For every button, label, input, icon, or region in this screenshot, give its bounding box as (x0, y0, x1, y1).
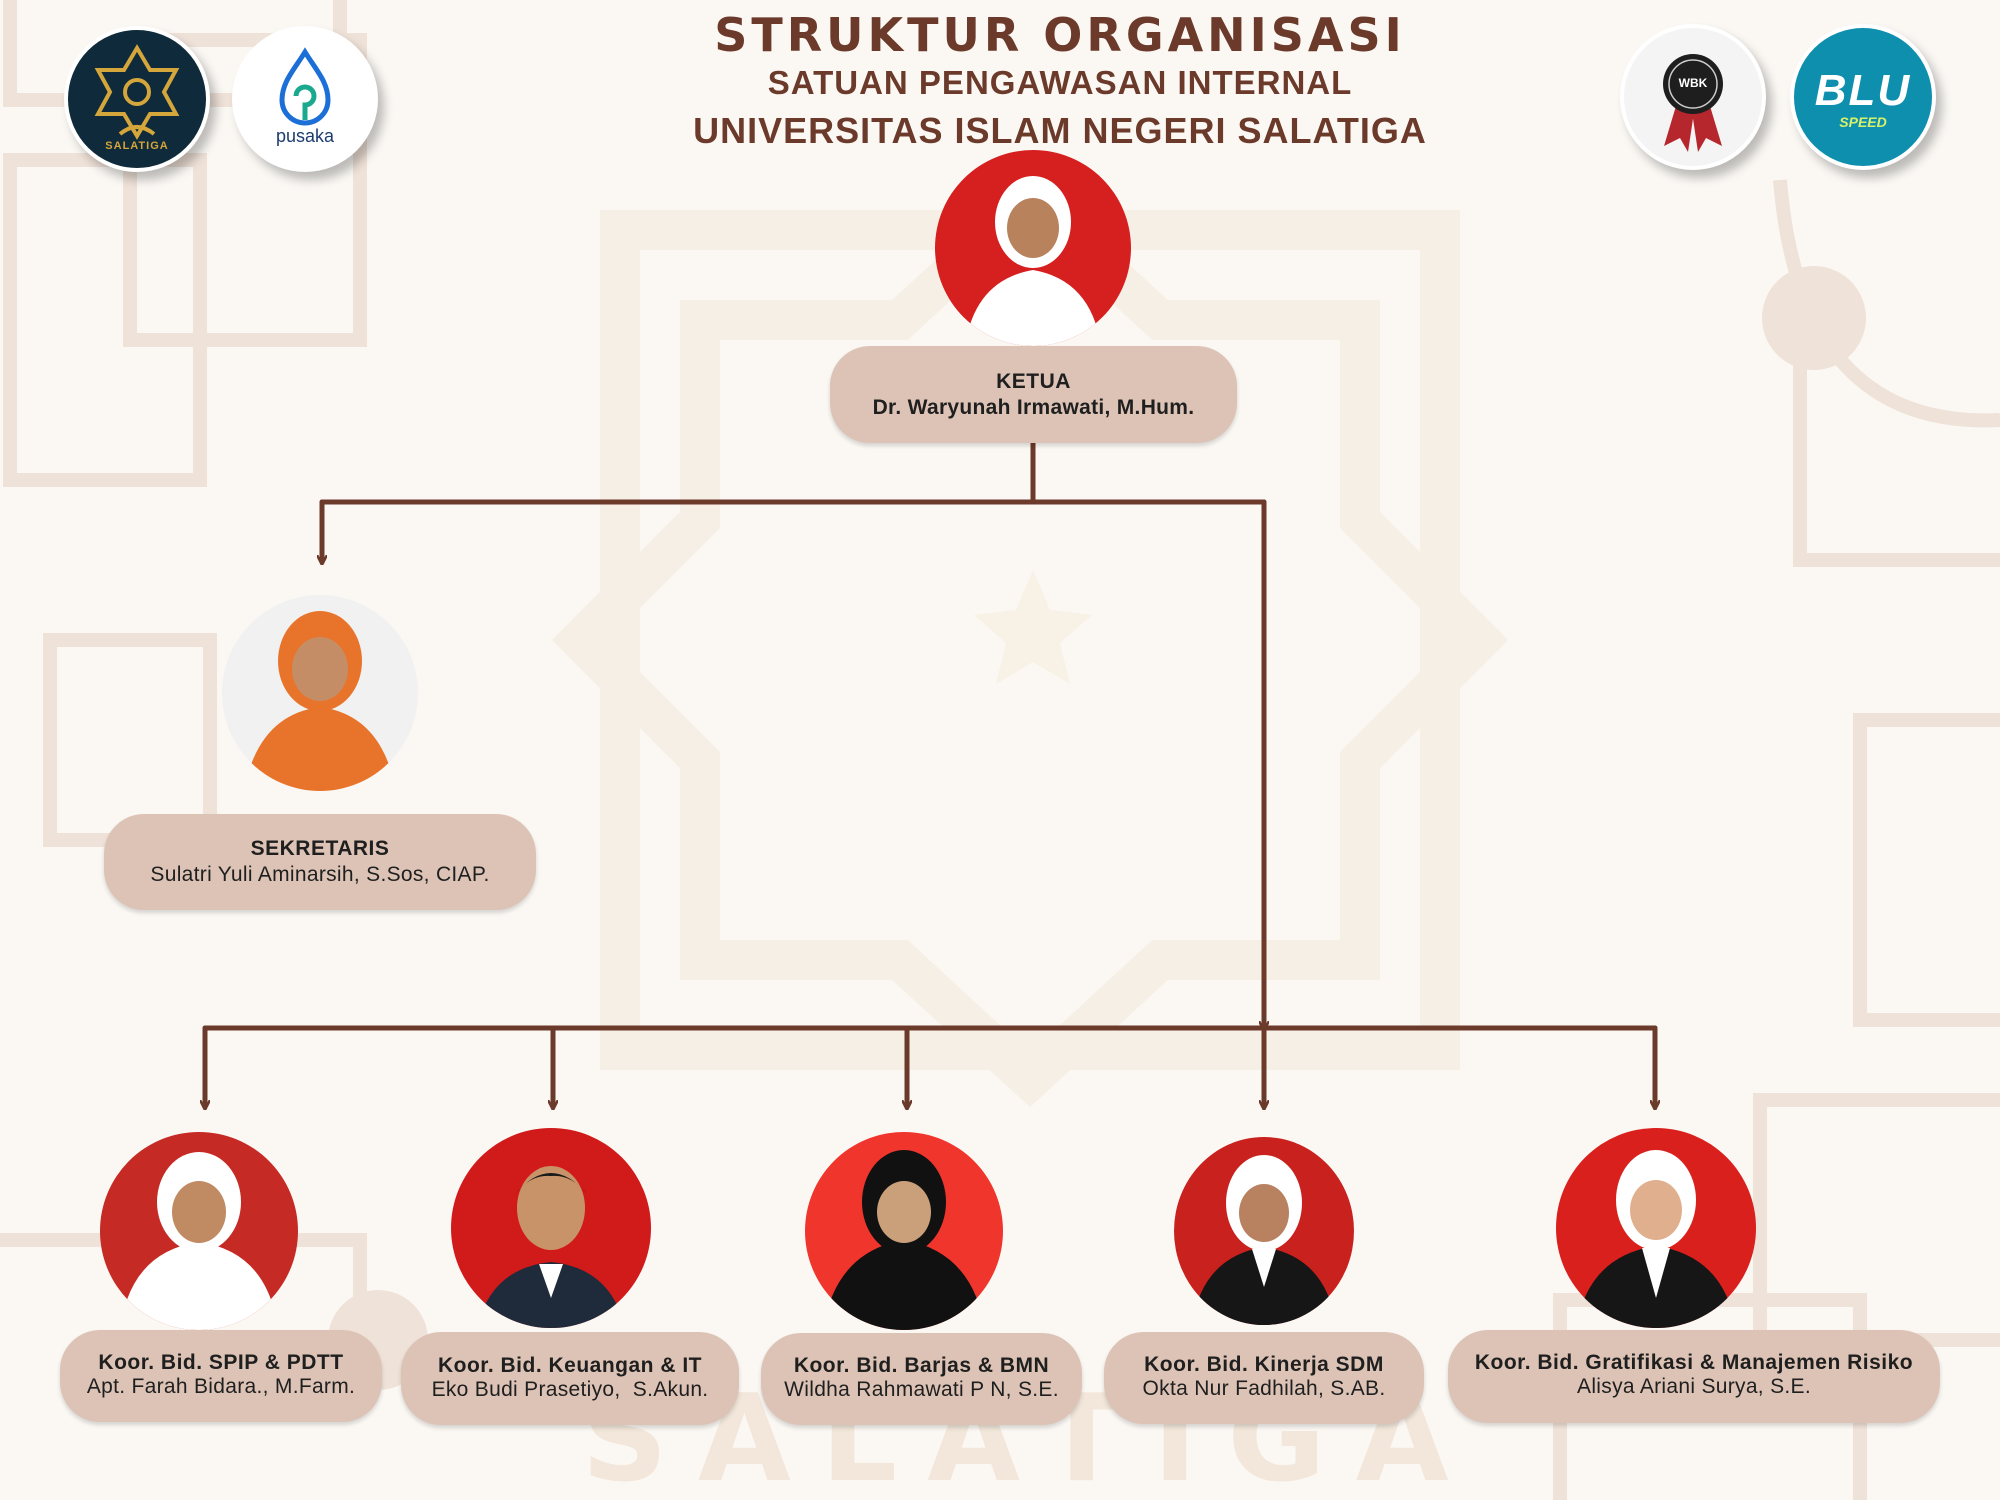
coordinator-photo (1174, 1137, 1354, 1325)
drop-icon (279, 47, 331, 126)
uin-logo-text: SALATIGA (105, 140, 169, 152)
coordinator-role: Koor. Bid. Gratifikasi & Manajemen Risik… (1474, 1351, 1914, 1374)
wbk-logo: WBK (1620, 24, 1766, 170)
coordinator-photo (805, 1132, 1003, 1330)
person-silhouette-icon (1192, 1155, 1336, 1325)
coordinator-role: Koor. Bid. SPIP & PDTT (98, 1351, 344, 1374)
pusaka-logo-text: pusaka (275, 126, 335, 146)
person-silhouette-icon (823, 1150, 985, 1330)
coordinator-photo (1556, 1128, 1756, 1328)
chair-box: KETUA Dr. Waryunah Irmawati, M.Hum. (830, 346, 1237, 443)
coordinator-box-keuangan: Koor. Bid. Keuangan & IT Eko Budi Praset… (401, 1332, 739, 1425)
coordinator-name: Okta Nur Fadhilah, S.AB. (1142, 1377, 1386, 1400)
coordinator-box-kinerja: Koor. Bid. Kinerja SDM Okta Nur Fadhilah… (1104, 1332, 1424, 1424)
person-silhouette-icon (244, 611, 396, 791)
coordinator-name: Wildha Rahmawati P N, S.E. (784, 1378, 1059, 1401)
institution-name: UNIVERSITAS ISLAM NEGERI SALATIGA (693, 110, 1427, 151)
coordinator-box-gratifikasi: Koor. Bid. Gratifikasi & Manajemen Risik… (1448, 1330, 1940, 1423)
coordinator-box-spip: Koor. Bid. SPIP & PDTT Apt. Farah Bidara… (60, 1330, 382, 1422)
person-silhouette-icon (477, 1166, 625, 1328)
secretary-photo (222, 595, 418, 791)
secretary-name: Sulatri Yuli Aminarsih, S.Sos, CIAP. (150, 863, 490, 886)
blu-logo-subtext: SPEED (1839, 114, 1887, 130)
secretary-role: SEKRETARIS (250, 837, 390, 860)
person-silhouette-icon (1576, 1150, 1736, 1328)
wbk-logo-text: WBK (1678, 76, 1708, 90)
coordinator-box-barjas: Koor. Bid. Barjas & BMN Wildha Rahmawati… (761, 1333, 1082, 1425)
coordinator-photo (100, 1132, 298, 1330)
chair-photo (935, 150, 1131, 346)
chair-name: Dr. Waryunah Irmawati, M.Hum. (872, 396, 1195, 419)
chair-role: KETUA (996, 370, 1071, 393)
coordinator-name: Apt. Farah Bidara., M.Farm. (86, 1375, 356, 1398)
coordinator-name: Alisya Ariani Surya, S.E. (1577, 1375, 1811, 1398)
page-title: STRUKTUR ORGANISASI (714, 8, 1406, 62)
coordinator-role: Koor. Bid. Keuangan & IT (437, 1354, 702, 1377)
coordinator-role: Koor. Bid. Kinerja SDM (1144, 1353, 1384, 1376)
coordinator-photo (451, 1128, 651, 1328)
secretary-box: SEKRETARIS Sulatri Yuli Aminarsih, S.Sos… (104, 814, 536, 910)
ribbon-badge-icon (1663, 54, 1723, 152)
page-subtitle: SATUAN PENGAWASAN INTERNAL (767, 64, 1353, 101)
coordinator-name: Eko Budi Prasetiyo, S.Akun. (431, 1378, 709, 1401)
blu-logo-text: BLU (1814, 66, 1912, 115)
blu-speed-logo: BLU SPEED (1790, 24, 1936, 170)
uin-emblem-icon (94, 44, 180, 140)
uin-salatiga-logo: SALATIGA (64, 26, 210, 172)
coordinator-role: Koor. Bid. Barjas & BMN (793, 1354, 1050, 1377)
person-silhouette-icon (120, 1152, 278, 1330)
pusaka-logo: pusaka (232, 26, 378, 172)
person-silhouette-icon (965, 176, 1101, 346)
